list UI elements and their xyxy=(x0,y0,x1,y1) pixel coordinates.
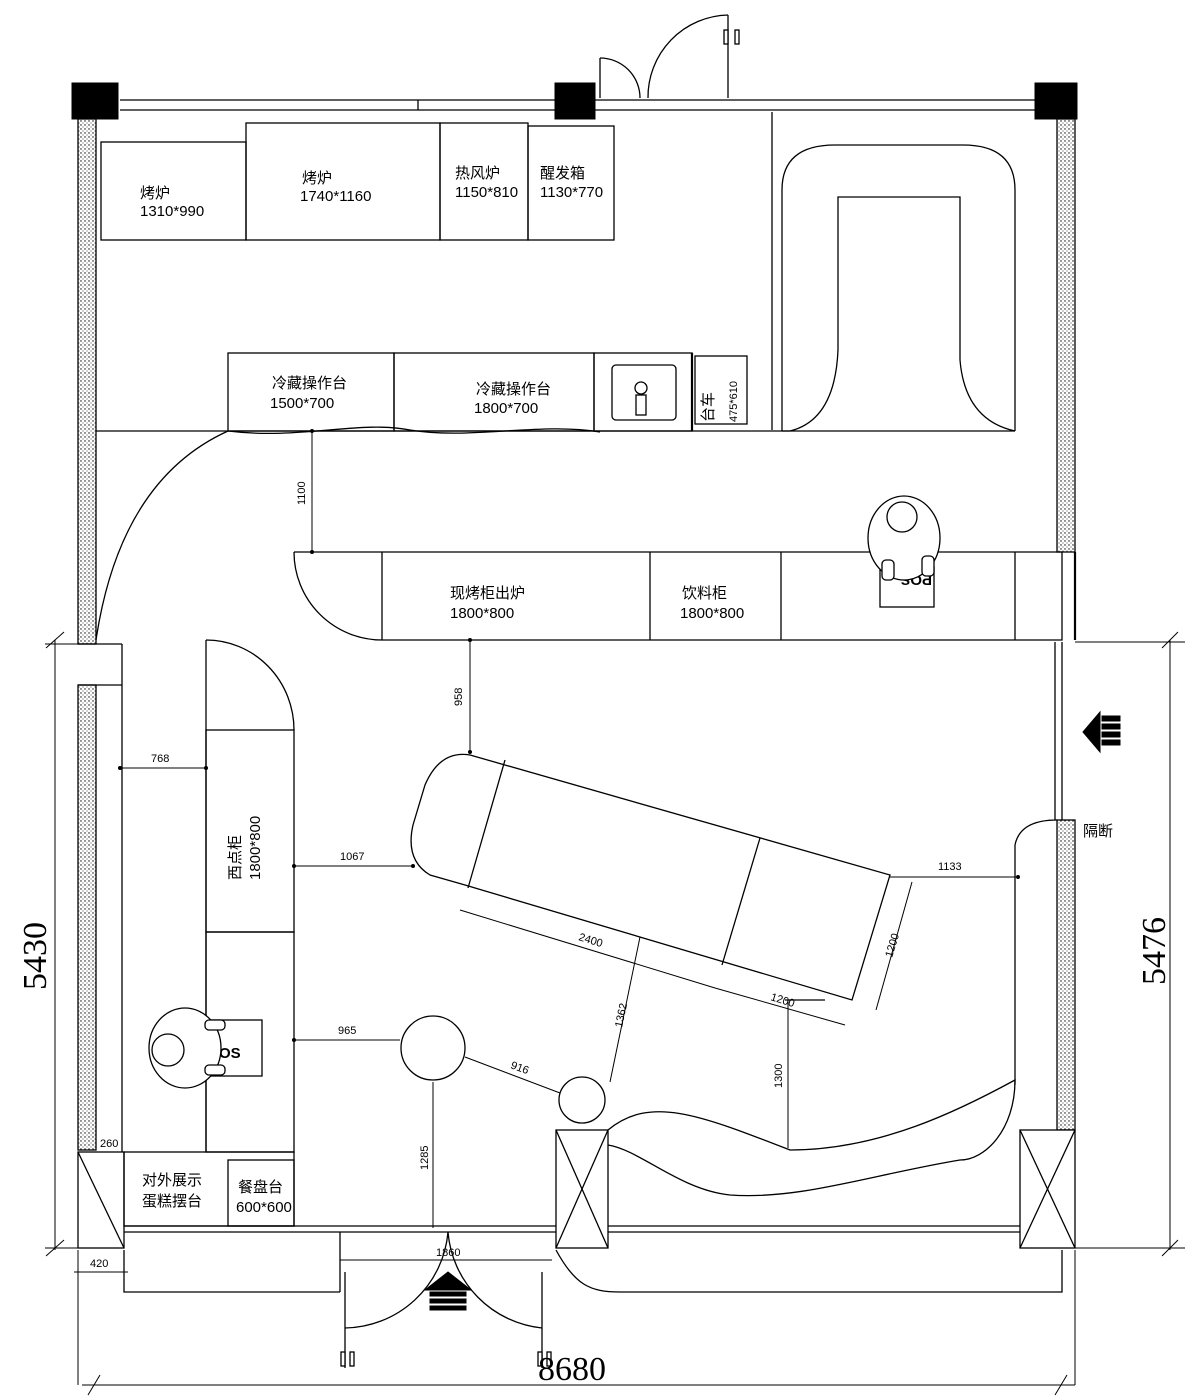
round-table-2 xyxy=(558,1076,606,1124)
cold-table-2-name: 冷藏操作台 xyxy=(476,381,551,398)
cart xyxy=(694,355,748,425)
pastry-cabinet-size: 1800*800 xyxy=(247,816,264,880)
oven-2-name: 烤炉 xyxy=(302,170,332,187)
sink-basin xyxy=(611,364,677,421)
cold-table-2-size: 1800*700 xyxy=(474,400,538,417)
dim-1200-a: 1200 xyxy=(883,932,902,959)
fresh-bake-size: 1800*800 xyxy=(450,605,514,622)
column-top-mid xyxy=(554,82,596,120)
dim-1300: 1300 xyxy=(773,1064,785,1088)
dim-420: 420 xyxy=(90,1258,108,1270)
dim-1285: 1285 xyxy=(419,1146,431,1170)
dim-916: 916 xyxy=(509,1060,530,1078)
proofer xyxy=(527,125,615,241)
display-island: 2400 1200 1200 xyxy=(410,753,913,1026)
right-partition xyxy=(1056,819,1076,1131)
drink-cabinet-name: 饮料柜 xyxy=(682,585,727,602)
column-top-right xyxy=(1034,82,1078,120)
dim-958: 958 xyxy=(453,688,465,706)
front-door[interactable] xyxy=(339,1231,552,1368)
right-wall-upper xyxy=(1056,118,1076,553)
cake-display-line2: 蛋糕摆台 xyxy=(142,1193,202,1210)
dim-right-height: 5476 xyxy=(1136,917,1173,985)
fresh-bake-name: 现烤柜出炉 xyxy=(450,585,525,602)
left-wall-lower xyxy=(77,684,97,1151)
dim-1362: 1362 xyxy=(613,1002,630,1028)
oven-2 xyxy=(245,122,441,241)
cake-display-line1: 对外展示 xyxy=(142,1172,202,1189)
walls xyxy=(71,82,1078,1293)
cold-table-1-name: 冷藏操作台 xyxy=(272,375,347,392)
cart-size: 475*610 xyxy=(728,381,740,422)
kitchen-equipment: 烤炉 1310*990 烤炉 1740*1160 热风炉 1150*810 醒发… xyxy=(96,112,1016,432)
oven-1 xyxy=(100,141,247,241)
tray-table-name: 餐盘台 xyxy=(238,1178,283,1196)
dim-1067: 1067 xyxy=(340,851,364,863)
tray-table xyxy=(227,1159,295,1227)
tray-table-size: 600*600 xyxy=(236,1199,292,1216)
left-wall-upper xyxy=(77,118,97,645)
cold-table-1 xyxy=(227,352,395,432)
convection-oven-name: 热风炉 xyxy=(455,165,500,182)
partition-curve xyxy=(1014,819,1058,1085)
dimension-lines: 1100 958 768 1067 1133 1362 965 916 1300… xyxy=(17,429,1185,1396)
person-upper xyxy=(867,495,941,581)
dim-260: 260 xyxy=(100,1138,118,1150)
partition-label: 隔断 xyxy=(1083,823,1113,840)
curved-counter-lower xyxy=(607,1078,1016,1197)
oven-2-size: 1740*1160 xyxy=(300,188,371,205)
person-lower xyxy=(148,1007,226,1089)
dim-left-height: 5430 xyxy=(17,922,54,990)
top-door[interactable] xyxy=(599,14,740,99)
dim-total-width: 8680 xyxy=(538,1351,606,1388)
kitchen-passage-curve-left xyxy=(95,430,229,641)
oven-1-name: 烤炉 xyxy=(140,185,170,202)
proofer-size: 1130*770 xyxy=(540,184,603,201)
round-table-1 xyxy=(400,1015,466,1081)
oven-1-size: 1310*990 xyxy=(140,203,204,220)
dim-768: 768 xyxy=(151,753,169,765)
service-counter: 现烤柜出炉 1800*800 饮料柜 1800*800 POS xyxy=(293,495,1063,641)
dim-1860: 1860 xyxy=(436,1247,460,1259)
entrance-arrow-bottom xyxy=(423,1271,473,1311)
pastry-cabinet-name: 西点柜 xyxy=(227,835,244,880)
cart-name: 台车 xyxy=(700,392,717,422)
column-top-left xyxy=(71,82,119,120)
drink-cabinet-size: 1800*800 xyxy=(680,605,744,622)
dim-1100: 1100 xyxy=(296,481,308,505)
dim-1133: 1133 xyxy=(938,861,962,873)
sink-drain xyxy=(634,381,648,395)
pastry-area: 西点柜 1800*800 POS 对外展示 蛋糕摆台 餐盘台 600*600 xyxy=(121,639,295,1227)
proofer-name: 醒发箱 xyxy=(540,165,585,182)
entrance-arrow-right xyxy=(1082,710,1121,754)
convection-oven-size: 1150*810 xyxy=(455,184,518,201)
kitchen-passage-wave xyxy=(227,426,601,435)
cold-table-1-size: 1500*700 xyxy=(270,395,334,412)
dim-965: 965 xyxy=(338,1025,356,1037)
